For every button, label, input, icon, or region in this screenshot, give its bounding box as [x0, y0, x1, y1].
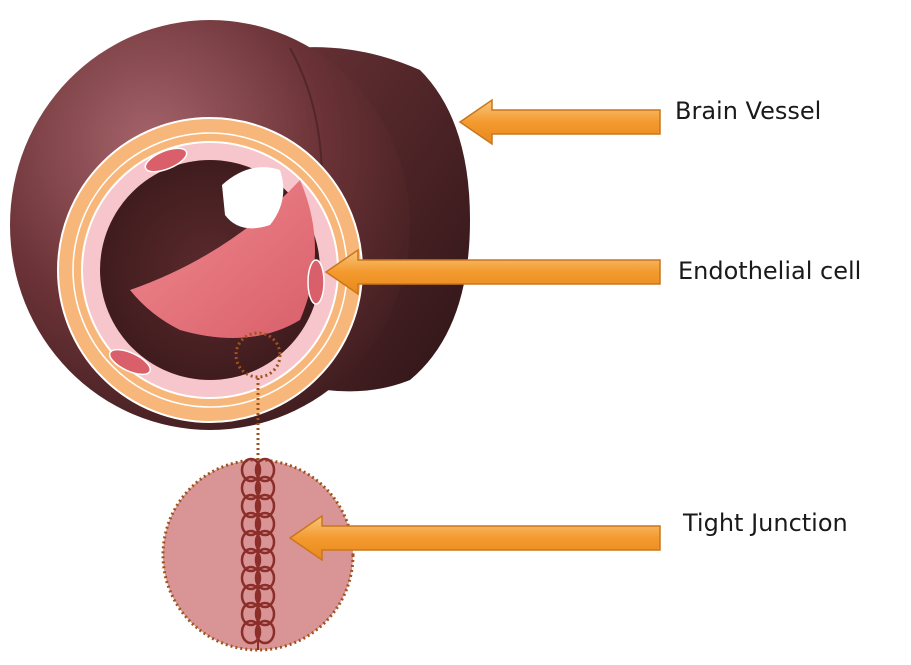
label-brain-vessel: Brain Vessel — [675, 99, 821, 123]
label-tight-junction: Tight Junction — [683, 511, 848, 535]
arrow-left-icon — [460, 100, 660, 144]
tight-junction-zoom — [163, 459, 353, 650]
label-endothelial-cell: Endothelial cell — [678, 259, 861, 283]
endothelial-nucleus — [308, 260, 324, 304]
vessel-cross-section — [58, 118, 362, 460]
